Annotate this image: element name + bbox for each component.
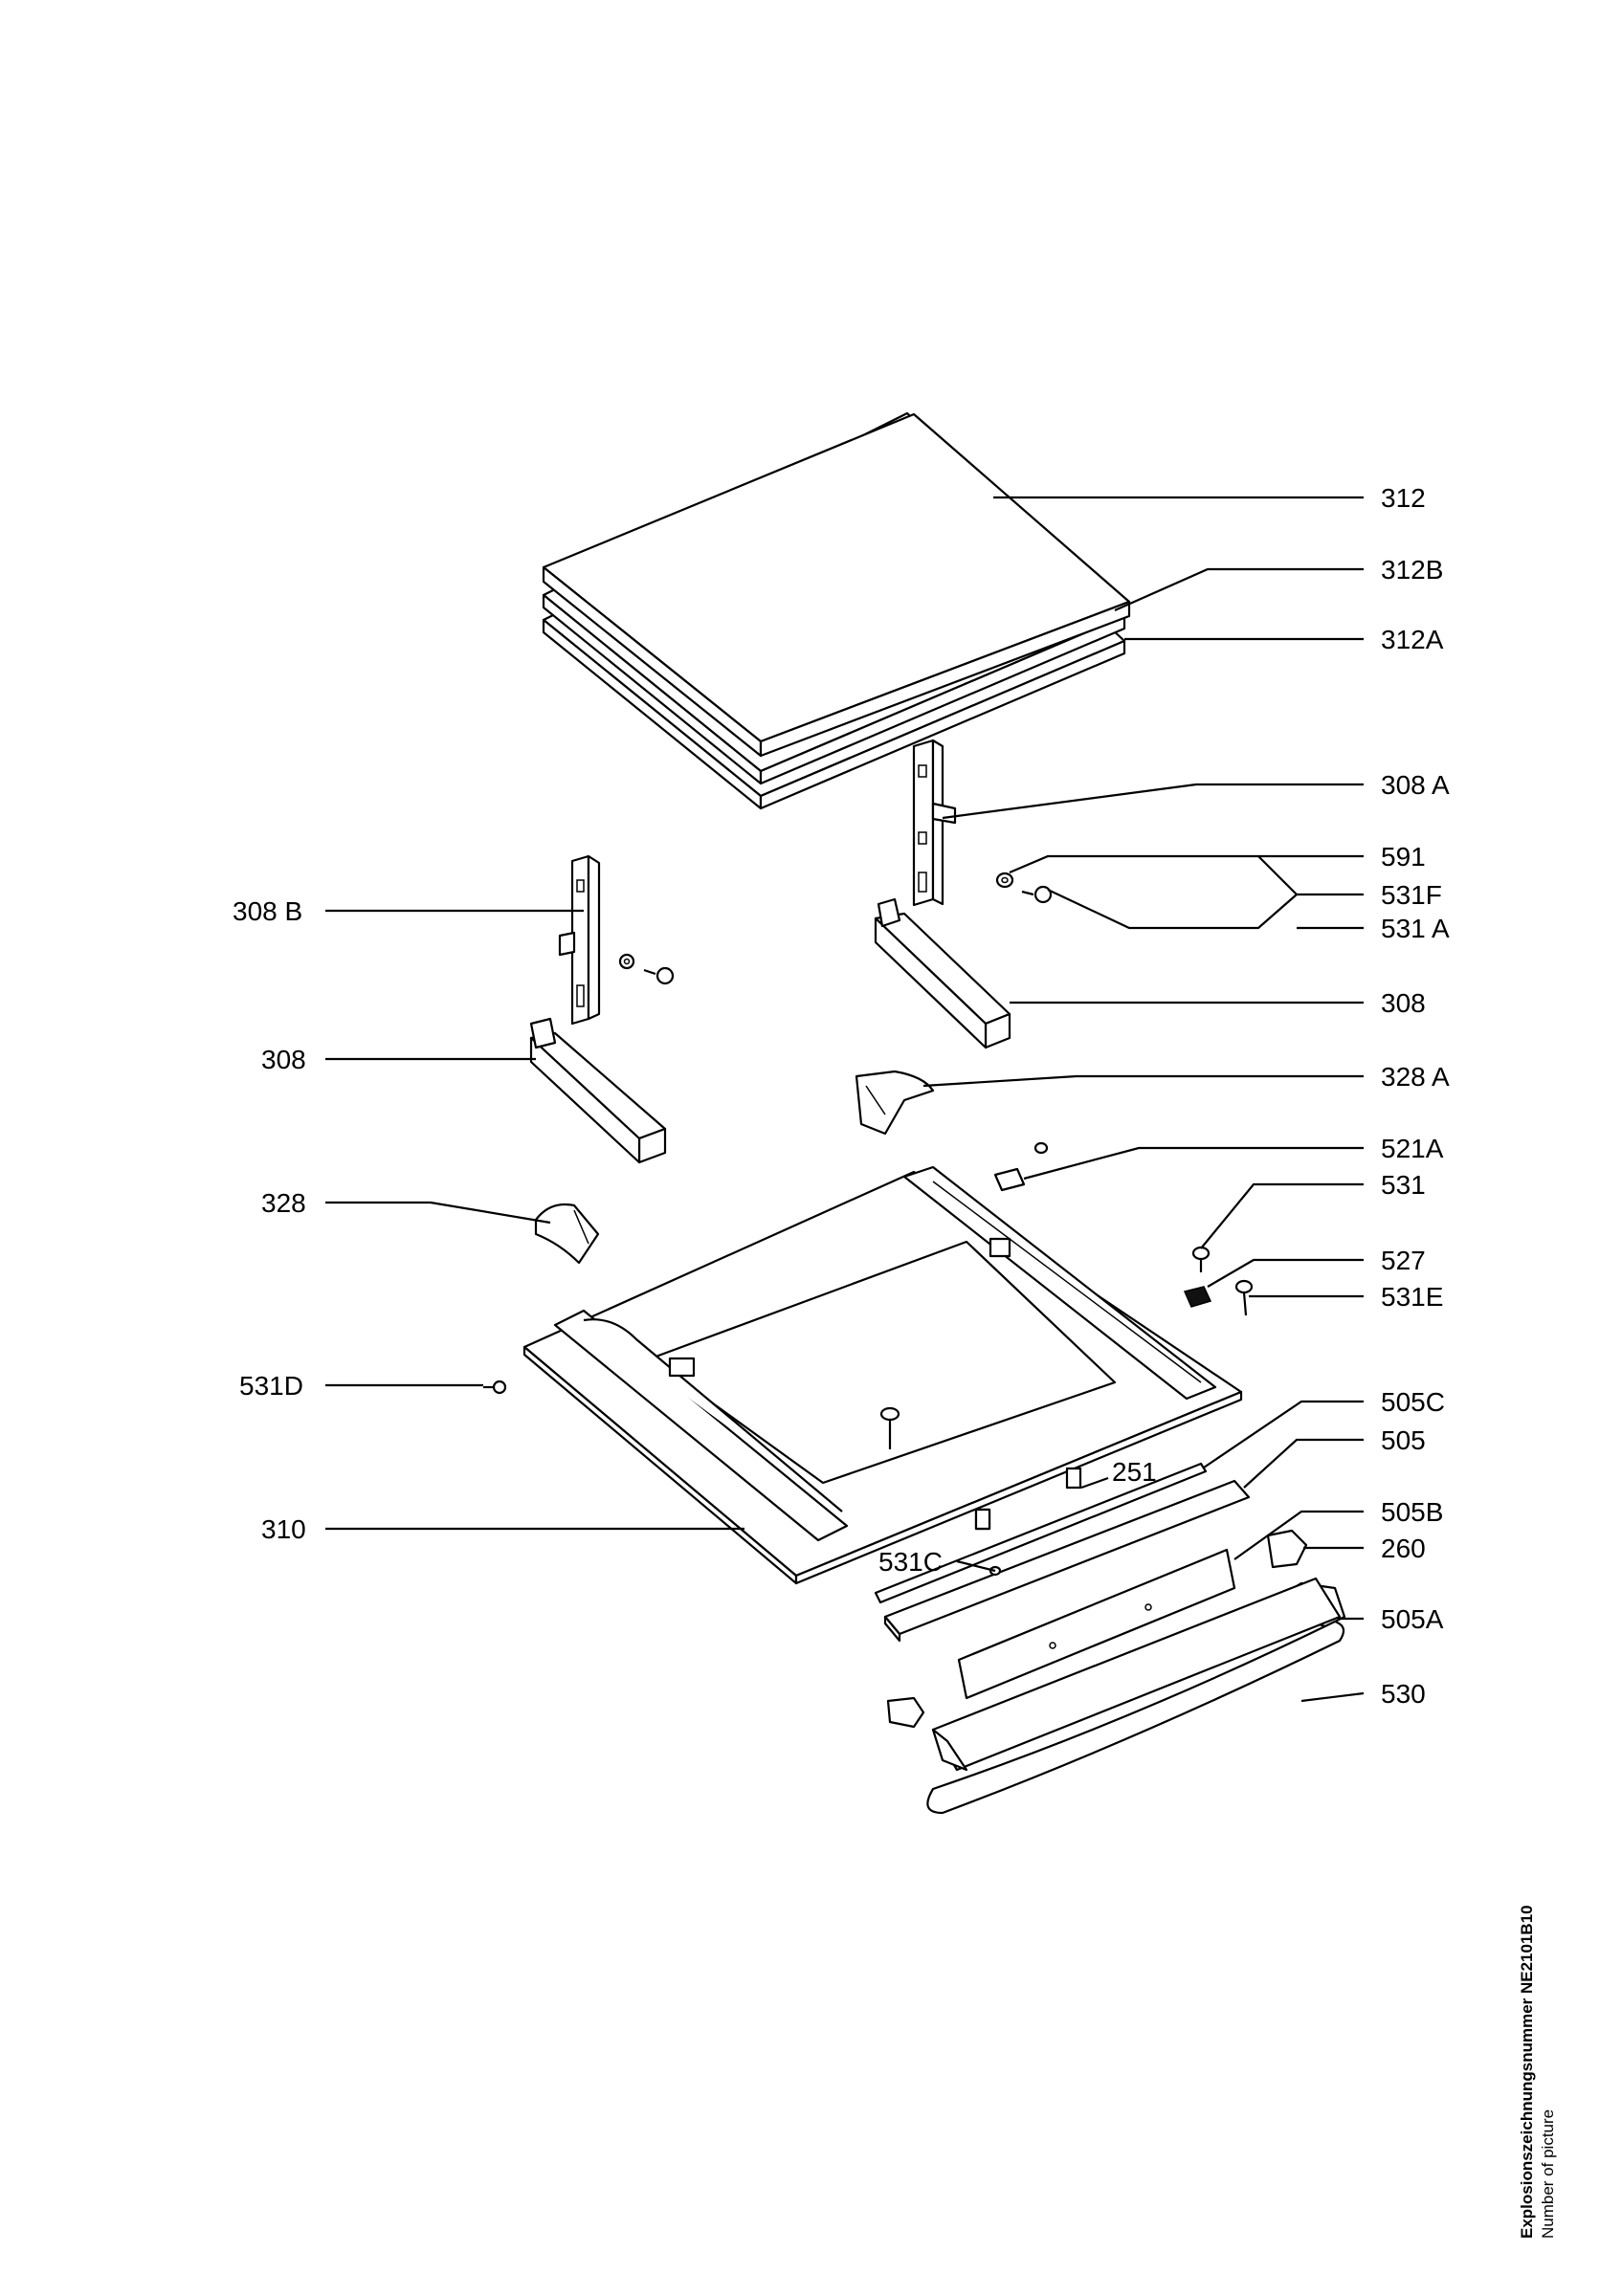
glass-pane-312 xyxy=(542,412,1131,758)
hinge-bracket-308B xyxy=(558,854,601,1026)
drawing-subtitle: Number of picture xyxy=(1539,2108,1557,2239)
label-312: 312 xyxy=(1381,483,1426,513)
clip-under-frame xyxy=(974,1508,991,1531)
label-260: 260 xyxy=(1381,1534,1426,1563)
label-312B: 312B xyxy=(1381,555,1443,585)
block-521A xyxy=(993,1167,1026,1192)
washer-left xyxy=(618,953,635,970)
callout-labels: 312 312B 312A 308 A 591 531F 531 A 308 B… xyxy=(233,483,1450,1709)
label-530: 530 xyxy=(1381,1679,1426,1709)
screw-531F xyxy=(1021,885,1053,904)
label-591: 591 xyxy=(1381,842,1426,872)
clip-260 xyxy=(1266,1529,1308,1569)
label-531A: 531 A xyxy=(1381,914,1450,943)
label-328: 328 xyxy=(261,1188,306,1218)
label-531F: 531F xyxy=(1381,880,1442,910)
label-505B: 505B xyxy=(1381,1497,1443,1527)
screw-531 xyxy=(1191,1246,1211,1272)
label-531E: 531E xyxy=(1381,1282,1443,1312)
hinge-308-right xyxy=(874,897,1011,1049)
label-505C: 505C xyxy=(1381,1387,1445,1417)
hinge-bracket-308A xyxy=(912,739,957,907)
handle-rail-530 xyxy=(926,1577,1345,1815)
label-505A: 505A xyxy=(1381,1604,1444,1634)
strip-505C xyxy=(874,1462,1208,1604)
screw-531D xyxy=(483,1380,507,1395)
label-531: 531 xyxy=(1381,1170,1426,1200)
label-505: 505 xyxy=(1381,1425,1426,1455)
label-308B: 308 B xyxy=(233,896,302,926)
label-527: 527 xyxy=(1381,1246,1426,1275)
nut-527 xyxy=(1183,1286,1212,1308)
washer-591 xyxy=(995,872,1014,889)
label-312A: 312A xyxy=(1381,625,1444,654)
screw-small-top xyxy=(1033,1141,1049,1155)
door-frame-310 xyxy=(522,1165,1243,1585)
label-521A: 521A xyxy=(1381,1134,1444,1163)
screw-center xyxy=(879,1406,900,1449)
screw-531E xyxy=(1234,1279,1254,1316)
clip-328 xyxy=(534,1203,600,1265)
label-328A: 328 A xyxy=(1381,1062,1450,1092)
clip-lower-left xyxy=(886,1696,925,1729)
drawing-number: Explosionszeichnungsnummer NE2101B10 xyxy=(1518,1905,1536,2239)
hinge-308-left xyxy=(529,1017,667,1164)
label-251: 251 xyxy=(1112,1457,1157,1487)
label-310: 310 xyxy=(261,1514,306,1544)
leader-lines xyxy=(325,496,1365,1703)
screw-left xyxy=(643,966,675,985)
label-531D: 531D xyxy=(239,1371,303,1401)
label-308-left: 308 xyxy=(261,1045,306,1074)
label-531C: 531C xyxy=(878,1547,943,1577)
label-308-right: 308 xyxy=(1381,988,1426,1018)
drawing-caption: Explosionszeichnungsnummer NE2101B10 Num… xyxy=(1517,1818,1574,2239)
clip-328A xyxy=(855,1070,935,1136)
label-308A: 308 A xyxy=(1381,770,1450,800)
panel-505B xyxy=(957,1548,1236,1700)
strip-505 xyxy=(883,1479,1251,1643)
